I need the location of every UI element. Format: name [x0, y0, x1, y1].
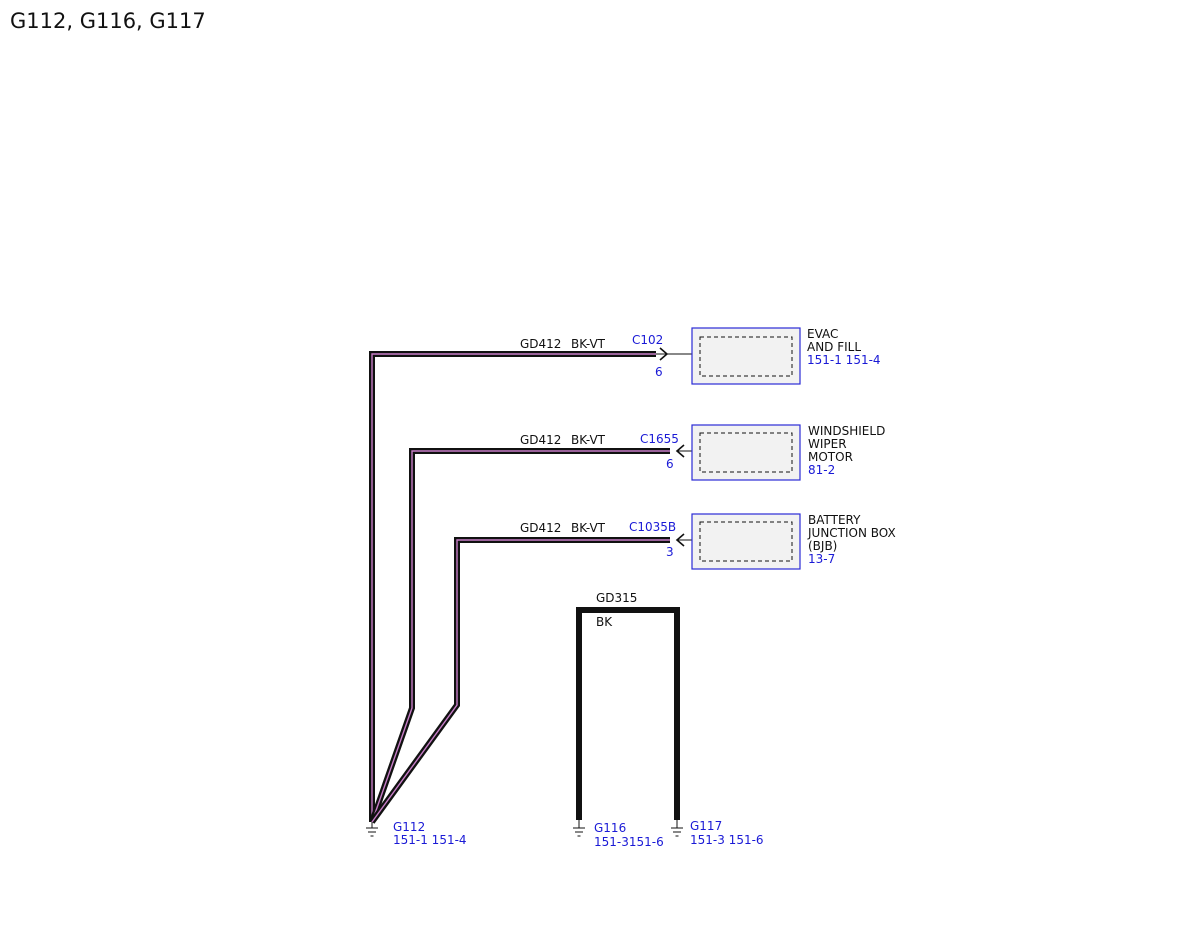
wire-stripe [371, 353, 656, 822]
connector-2-pin: 6 [666, 457, 674, 471]
connector-3-pin: 3 [666, 545, 674, 559]
wire-1-color-code: BK-VT [571, 337, 606, 351]
ground-g116-name[interactable]: G116 [594, 821, 626, 835]
ground-g112-name[interactable]: G112 [393, 820, 425, 834]
wire-gd315-circuit-id: GD315 [596, 591, 637, 605]
wire-stripe [371, 539, 670, 823]
wire-2-color-code: BK-VT [571, 433, 606, 447]
connector-3-name[interactable]: C1035B [629, 520, 676, 534]
connector-2-name[interactable]: C1655 [640, 432, 679, 446]
component-3-reference[interactable]: 13-7 [808, 552, 835, 566]
wire-gd315-color-code: BK [596, 615, 613, 629]
component-1-line-2: AND FILL [807, 340, 861, 354]
component-3-line-3: (BJB) [808, 539, 837, 553]
component-battery-junction-box[interactable] [691, 513, 801, 570]
ground-icon [366, 822, 378, 837]
ground-g116-reference[interactable]: 151-3151-6 [594, 835, 664, 849]
component-evac-and-fill[interactable] [691, 327, 801, 385]
component-2-line-2: WIPER [808, 437, 847, 451]
wire-outer [369, 537, 670, 824]
wire-stripe [371, 450, 670, 823]
ground-icon [671, 820, 683, 837]
component-3-line-1: BATTERY [808, 513, 861, 527]
wire-gd412-wiper[interactable] [369, 448, 670, 823]
ground-g117-reference[interactable]: 151-3 151-6 [690, 833, 764, 847]
component-3-line-2: JUNCTION BOX [807, 526, 896, 540]
wire-gd412-bjb[interactable] [369, 537, 670, 824]
wire-gd315[interactable] [576, 607, 680, 820]
ground-g112-reference[interactable]: 151-1 151-4 [393, 833, 467, 847]
wire-3-color-code: BK-VT [571, 521, 606, 535]
component-1-line-1: EVAC [807, 327, 838, 341]
wire-2-circuit-id: GD412 [520, 433, 561, 447]
wire-1-circuit-id: GD412 [520, 337, 561, 351]
component-2-reference[interactable]: 81-2 [808, 463, 835, 477]
connector-1-name[interactable]: C102 [632, 333, 663, 347]
page-title: G112, G116, G117 [10, 9, 206, 33]
wire-3-circuit-id: GD412 [520, 521, 561, 535]
ground-g117-name[interactable]: G117 [690, 819, 722, 833]
component-windshield-wiper-motor[interactable] [691, 424, 801, 481]
wire-outer [369, 448, 670, 823]
connector-1-pin: 6 [655, 365, 663, 379]
ground-icon [573, 820, 585, 837]
component-1-reference[interactable]: 151-1 151-4 [807, 353, 881, 367]
component-2-line-1: WINDSHIELD [808, 424, 885, 438]
component-2-line-3: MOTOR [808, 450, 853, 464]
wire-gd412-evac[interactable] [369, 351, 656, 822]
